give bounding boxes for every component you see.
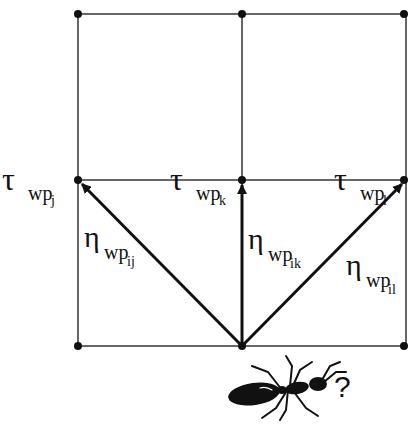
greek-symbol: η — [346, 250, 362, 280]
grid-lines — [78, 14, 406, 346]
greek-symbol: τ — [170, 163, 183, 195]
subscript: wp — [360, 183, 384, 203]
sub-subscript: ik — [290, 257, 301, 271]
subscript: wp — [268, 244, 292, 264]
question-mark: ? — [334, 372, 351, 402]
sub-subscript: k — [219, 194, 226, 208]
move-arrows — [82, 184, 402, 346]
subscript: wp — [28, 183, 52, 203]
grid-nodes — [74, 10, 408, 350]
greek-symbol: η — [248, 224, 264, 254]
ant-figure — [227, 356, 346, 420]
sub-subscript: il — [388, 283, 396, 297]
greek-symbol: η — [84, 222, 100, 252]
subscript: wp — [104, 242, 128, 262]
subscript: wp — [196, 183, 220, 203]
subscript: wp — [366, 270, 390, 290]
sub-subscript: j — [51, 194, 55, 208]
greek-symbol: τ — [2, 163, 15, 195]
sub-subscript: ij — [127, 255, 135, 269]
greek-symbol: τ — [334, 163, 347, 195]
sub-subscript: l — [383, 194, 387, 208]
